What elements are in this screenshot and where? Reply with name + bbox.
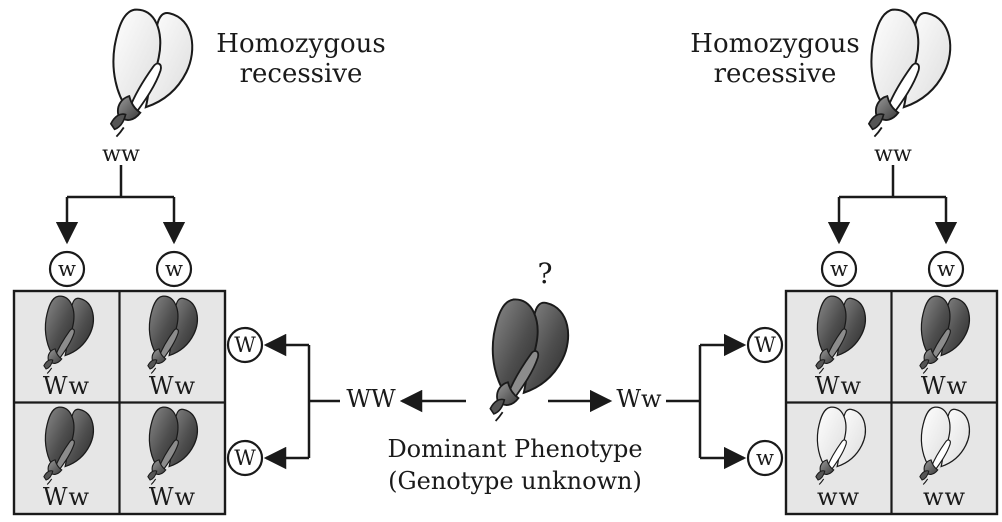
right-offspring-genotype-2: Ww <box>920 372 969 400</box>
right-top-gamete-1: w <box>820 250 858 288</box>
left-parent-branch <box>55 165 186 245</box>
right-top-gamete-2: w <box>927 250 965 288</box>
left-parent-flower <box>109 8 194 138</box>
right-offspring-genotype-1: Ww <box>814 372 863 400</box>
right-side-gamete-1: W <box>746 326 784 364</box>
dominant-phenotype-label: Dominant Phenotype <box>387 435 643 463</box>
svg-text:W: W <box>234 333 256 357</box>
genotype-unknown-label: (Genotype unknown) <box>388 467 642 495</box>
right-offspring-genotype-4: ww <box>922 483 967 511</box>
left-parent-label: Homozygous recessive <box>216 29 386 89</box>
svg-text:w: w <box>830 257 848 281</box>
svg-text:w: w <box>165 257 183 281</box>
left-side-gamete-1: W <box>226 326 264 364</box>
unknown-dominant-flower <box>489 298 570 422</box>
svg-text:W: W <box>754 333 776 357</box>
right-side-gamete-2: w <box>746 439 784 477</box>
left-offspring-genotype-2: Ww <box>148 372 197 400</box>
question-mark: ? <box>537 257 553 290</box>
svg-text:w: w <box>937 257 955 281</box>
right-parent-genotype: ww <box>874 142 912 167</box>
left-parent-genotype: ww <box>102 142 140 167</box>
left-offspring-genotype-3: Ww <box>42 483 91 511</box>
left-gamete-bracket <box>263 333 340 470</box>
right-parent-flower <box>867 8 952 138</box>
right-offspring-genotype-3: ww <box>816 483 861 511</box>
left-top-gamete-2: w <box>155 250 193 288</box>
right-gamete-bracket <box>666 333 747 470</box>
right-unknown-genotype: Ww <box>616 385 662 413</box>
svg-text:W: W <box>234 446 256 470</box>
left-offspring-genotype-1: Ww <box>42 372 91 400</box>
left-top-gamete-1: w <box>48 250 86 288</box>
left-offspring-genotype-4: Ww <box>148 483 197 511</box>
right-parent-branch <box>827 165 958 245</box>
left-unknown-genotype: WW <box>346 385 396 413</box>
right-parent-label: Homozygous recessive <box>690 29 860 89</box>
svg-text:w: w <box>58 257 76 281</box>
svg-text:w: w <box>756 446 774 470</box>
left-side-gamete-2: W <box>226 439 264 477</box>
